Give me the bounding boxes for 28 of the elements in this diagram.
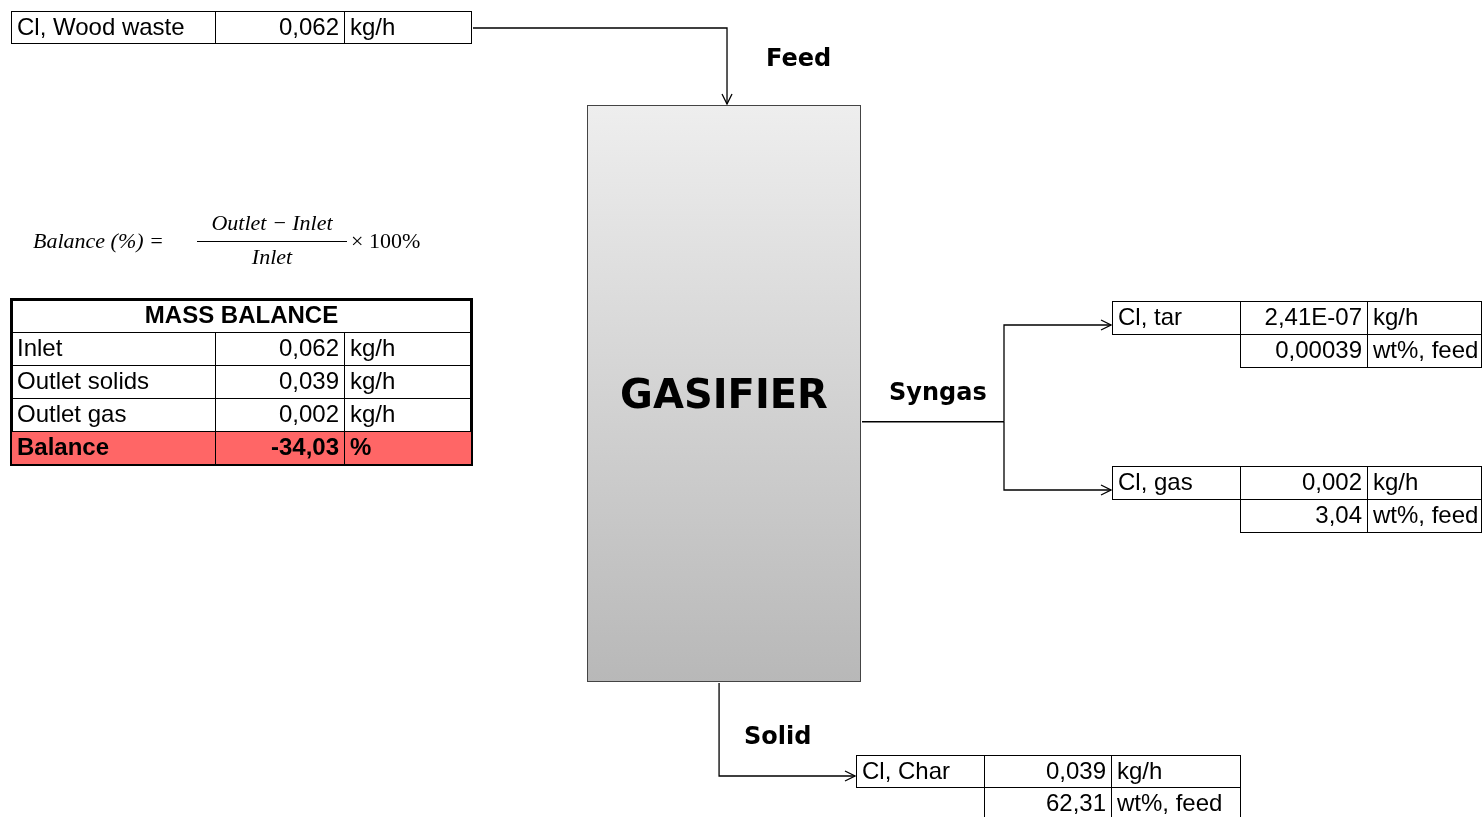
gasifier-vessel — [587, 105, 861, 682]
arrow — [1003, 319, 1112, 423]
unit-cell: kg/h — [1111, 755, 1241, 788]
value-cell: 0,062 — [215, 11, 345, 44]
value-cell: 0,00039 — [1240, 334, 1368, 368]
stream-name-cell: Cl, Wood waste — [11, 11, 216, 44]
value-cell: 3,04 — [1240, 499, 1368, 533]
unit-cell: kg/h — [1367, 466, 1482, 500]
arrow — [1003, 421, 1112, 496]
balance-result-label: Balance — [11, 431, 216, 465]
mass-balance-table — [10, 298, 473, 466]
stream-name-cell: Cl, gas — [1112, 466, 1241, 500]
unit-cell: wt%, feed — [1367, 499, 1482, 533]
formula-numerator: Outlet − Inlet — [210, 210, 334, 236]
formula-text: Balance (%) = — [33, 228, 164, 254]
stream-name-cell: Cl, tar — [1112, 301, 1241, 335]
arrow — [472, 27, 733, 105]
connector-line — [861, 421, 1005, 423]
formula-denominator: Inlet — [250, 244, 294, 270]
vessel-label: GASIFIER — [620, 370, 828, 417]
formula-text: × 100% — [351, 228, 421, 254]
balance-result-unit: % — [344, 431, 472, 465]
unit-cell: wt%, feed — [1367, 334, 1482, 368]
stream-name-cell: Cl, Char — [856, 755, 985, 788]
balance-result-value: -34,03 — [215, 431, 345, 465]
unit-cell: kg/h — [344, 11, 472, 44]
arrow — [718, 682, 856, 782]
unit-cell: kg/h — [1367, 301, 1482, 335]
